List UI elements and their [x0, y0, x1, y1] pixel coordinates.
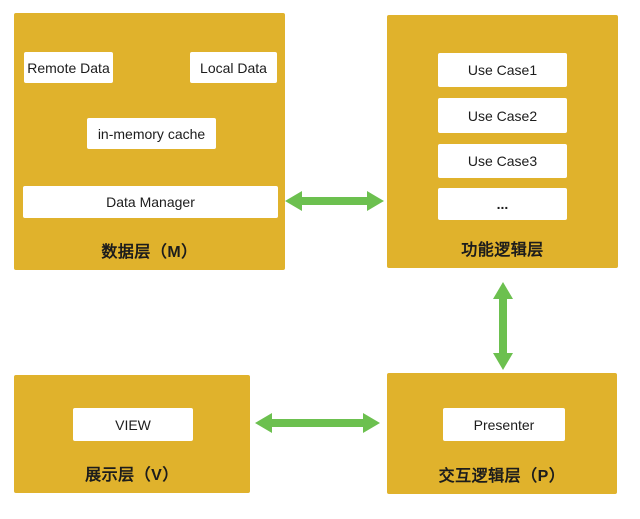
use-case-3-card: Use Case3 [438, 144, 567, 178]
use-case-1-card: Use Case1 [438, 53, 567, 87]
view-layer-label: 展示层（V） [85, 467, 179, 484]
functional-logic-layer-panel: Use Case1 Use Case2 Use Case3 ... 功能逻辑层 [387, 15, 618, 268]
use-case-2-card: Use Case2 [438, 98, 567, 133]
data-layer-label: 数据层（M） [101, 244, 198, 261]
double-arrow-icon-functional-presenter [493, 282, 513, 370]
presenter-layer-panel: Presenter 交互逻辑层（P） [387, 373, 617, 494]
data-layer-panel: Remote Data Local Data in-memory cache D… [14, 13, 285, 270]
presenter-layer-label: 交互逻辑层（P） [438, 468, 566, 485]
double-arrow-icon-view-presenter [255, 413, 380, 433]
view-layer-panel: VIEW 展示层（V） [14, 375, 250, 493]
data-manager-card: Data Manager [23, 186, 278, 218]
presenter-card: Presenter [443, 408, 565, 441]
in-memory-cache-card: in-memory cache [87, 118, 216, 149]
remote-data-card: Remote Data [24, 52, 113, 83]
view-card: VIEW [73, 408, 193, 441]
use-case-ellipsis-card: ... [438, 188, 567, 220]
local-data-card: Local Data [190, 52, 277, 83]
double-arrow-icon-data-functional [285, 191, 384, 211]
functional-logic-layer-label: 功能逻辑层 [461, 242, 544, 259]
